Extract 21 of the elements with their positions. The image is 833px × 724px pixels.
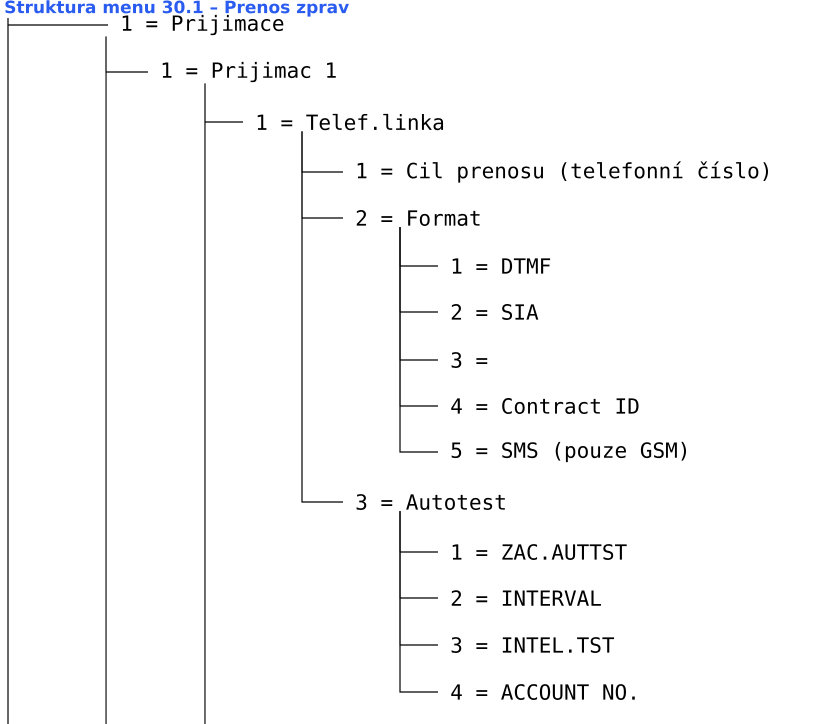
tree-line: [301, 131, 343, 503]
tree-line: [204, 83, 243, 123]
menu-item: 2 = INTERVAL: [452, 590, 601, 606]
menu-item: 3 = Autotest: [356, 494, 505, 510]
menu-item: 1 = Prijimac 1: [162, 62, 336, 82]
menu-item: 2 = Format: [356, 210, 480, 226]
menu-item: 1 = ZAC.AUTTST: [452, 544, 627, 560]
tree-line: [399, 511, 438, 693]
menu-item: 1 = Cil prenosu (telefonní číslo): [358, 161, 768, 183]
menu-item: 3 = INTEL.TST: [452, 637, 614, 653]
menu-item: 3 =: [452, 352, 488, 368]
tree-line: [399, 227, 438, 453]
menu-item: 1 = Prijimace: [122, 14, 284, 36]
menu-item: 5 = SMS (pouze GSM): [452, 442, 686, 462]
tree-line: [7, 18, 108, 26]
menu-item: 4 = ACCOUNT NO.: [451, 684, 635, 700]
menu-item: 1 = DTMF: [452, 258, 550, 274]
menu-item: 4 = Contract ID: [451, 398, 639, 414]
menu-item: 1 = Telef.linka: [258, 114, 444, 130]
tree-line: [105, 36, 148, 73]
menu-item: 2 = SIA: [452, 304, 538, 320]
